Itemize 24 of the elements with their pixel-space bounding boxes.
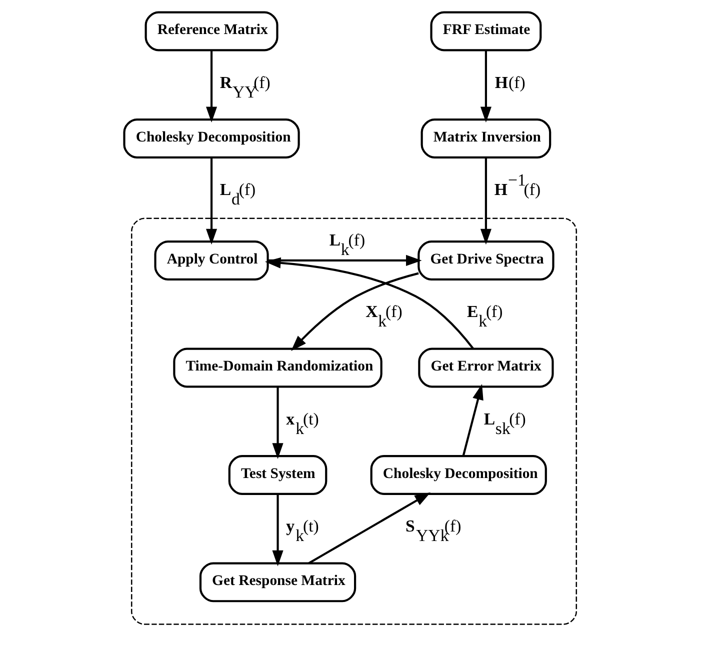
node-box: Time-Domain Randomization <box>172 348 382 388</box>
node-box: Get Response Matrix <box>198 562 356 602</box>
arrow <box>267 254 422 266</box>
arrow <box>206 50 217 123</box>
node-box: Cholesky Decomposition <box>122 118 300 158</box>
arrow <box>308 492 430 564</box>
node-box: Reference Matrix <box>144 11 278 52</box>
edge-label: H(f) <box>494 72 525 92</box>
node-box: Test System <box>228 454 327 495</box>
arrow <box>272 387 283 459</box>
cluster <box>130 218 577 625</box>
node-box: Get Drive Spectra <box>417 240 554 280</box>
arrow <box>480 158 491 245</box>
arrow <box>206 158 217 245</box>
arrow <box>480 50 491 123</box>
node-box: Cholesky Decomposition <box>370 454 546 495</box>
arrow <box>290 272 418 352</box>
arrow <box>462 384 483 456</box>
node-box: FRF Estimate <box>430 11 542 52</box>
arrow <box>272 494 283 566</box>
node-box: Get Error Matrix <box>418 348 554 388</box>
node-box: Matrix Inversion <box>420 118 551 158</box>
arrow <box>264 257 474 350</box>
node-box: Apply Control <box>154 240 268 280</box>
